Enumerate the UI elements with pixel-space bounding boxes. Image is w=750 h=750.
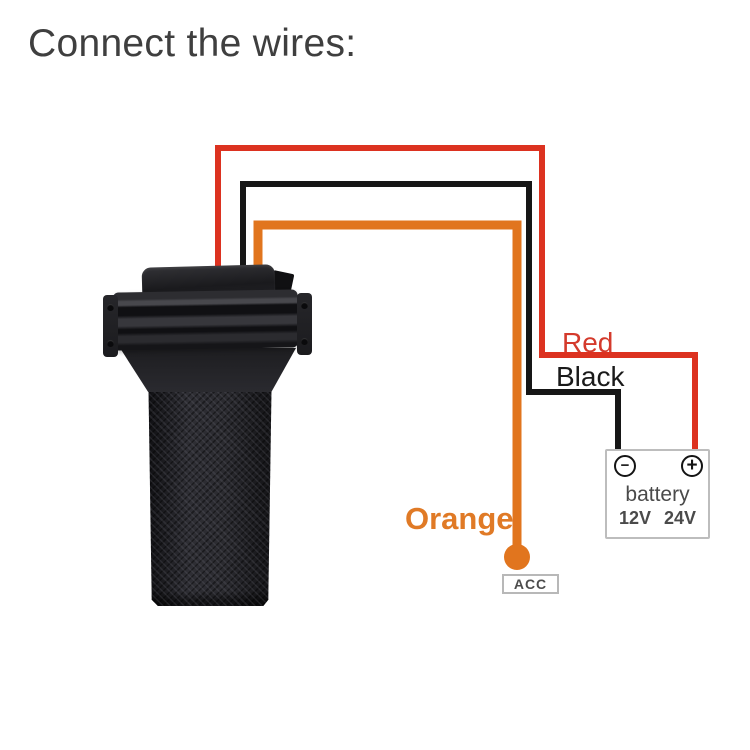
screw-hole-icon xyxy=(301,302,308,309)
battery-voltage-12v: 12V xyxy=(618,508,651,528)
plus-icon: + xyxy=(686,455,698,476)
red-wire-label: Red xyxy=(562,327,614,358)
device-shoulder xyxy=(120,348,296,392)
acc-connector-box: ACC xyxy=(502,574,559,594)
device-side-tab-right xyxy=(297,293,312,355)
screw-hole-icon xyxy=(107,304,114,311)
tracker-device xyxy=(100,260,315,612)
battery-minus-terminal: − xyxy=(614,455,636,477)
page-title: Connect the wires: xyxy=(28,22,357,65)
battery-voltages: 12V 24V xyxy=(607,508,708,529)
device-collar xyxy=(112,289,299,351)
screw-hole-icon xyxy=(301,338,308,345)
minus-icon: − xyxy=(620,457,630,474)
battery-voltage-24v: 24V xyxy=(664,508,697,528)
battery-label: battery xyxy=(625,483,690,506)
orange-wire-terminal-dot xyxy=(504,544,530,570)
device-side-tab-left xyxy=(103,295,118,357)
black-wire-label: Black xyxy=(556,361,625,392)
battery-box: − + battery 12V 24V xyxy=(605,449,710,539)
battery-plus-terminal: + xyxy=(681,455,703,477)
acc-label: ACC xyxy=(513,576,548,592)
black-wire xyxy=(240,181,621,452)
orange-wire xyxy=(253,220,522,549)
screw-hole-icon xyxy=(107,340,114,347)
orange-wire-label: Orange xyxy=(405,501,514,536)
red-wire xyxy=(215,145,698,452)
device-body xyxy=(148,358,272,606)
